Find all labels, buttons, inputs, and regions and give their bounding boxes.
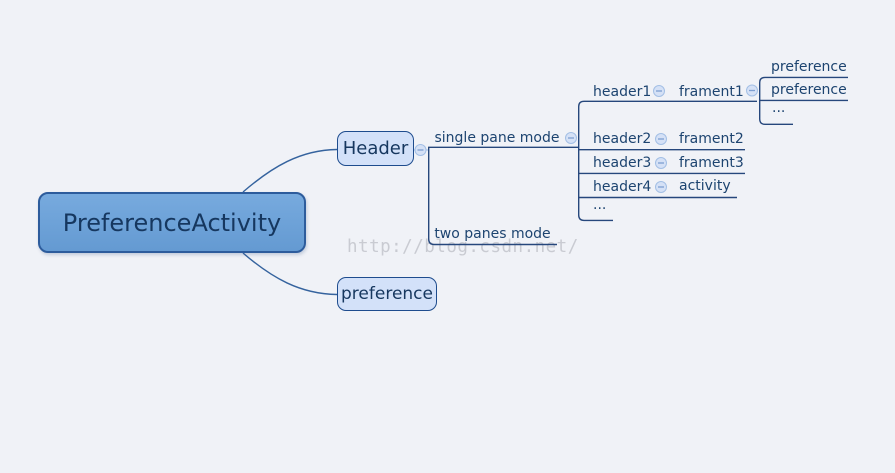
collapse-icon-single-pane[interactable] — [565, 132, 577, 144]
node-header1[interactable]: header1 — [593, 84, 652, 100]
node-header[interactable]: Header — [337, 131, 414, 166]
node-preferenceactivity-label: PreferenceActivity — [62, 208, 282, 237]
bracket-single-pane-children — [578, 100, 757, 222]
collapse-icon-header1[interactable] — [653, 85, 665, 97]
node-two-panes-mode[interactable]: two panes mode — [434, 226, 551, 242]
collapse-icon-header3[interactable] — [655, 157, 667, 169]
collapse-icon-header2[interactable] — [655, 133, 667, 145]
node-frament1[interactable]: frament1 — [679, 84, 744, 100]
node-activity[interactable]: activity — [679, 178, 731, 194]
line-two-panes-branch — [428, 147, 557, 246]
node-preference-child-1[interactable]: preference — [771, 59, 847, 75]
node-preference[interactable]: preference — [337, 277, 437, 311]
node-preferenceactivity[interactable]: PreferenceActivity — [38, 192, 306, 253]
collapse-icon-frament1[interactable] — [746, 84, 758, 97]
watermark: http://blog.csdn.net/ — [347, 237, 579, 257]
collapse-icon-header[interactable] — [414, 144, 427, 156]
node-rows-ellipsis[interactable]: ... — [593, 197, 607, 213]
node-preference-label: preference — [341, 284, 433, 304]
node-header3[interactable]: header3 — [593, 155, 652, 171]
node-single-pane-mode[interactable]: single pane mode — [434, 130, 560, 146]
node-frament2[interactable]: frament2 — [679, 131, 744, 147]
node-preference-child-2[interactable]: preference — [771, 82, 847, 98]
node-preference-ellipsis[interactable]: ... — [772, 100, 786, 116]
node-frament3[interactable]: frament3 — [679, 155, 744, 171]
collapse-icon-header4[interactable] — [655, 181, 667, 193]
curve-root-to-preference — [242, 252, 338, 296]
node-header2[interactable]: header2 — [593, 131, 652, 147]
node-header-label: Header — [342, 138, 409, 159]
curve-root-to-header — [242, 148, 338, 193]
node-header4[interactable]: header4 — [593, 179, 652, 195]
